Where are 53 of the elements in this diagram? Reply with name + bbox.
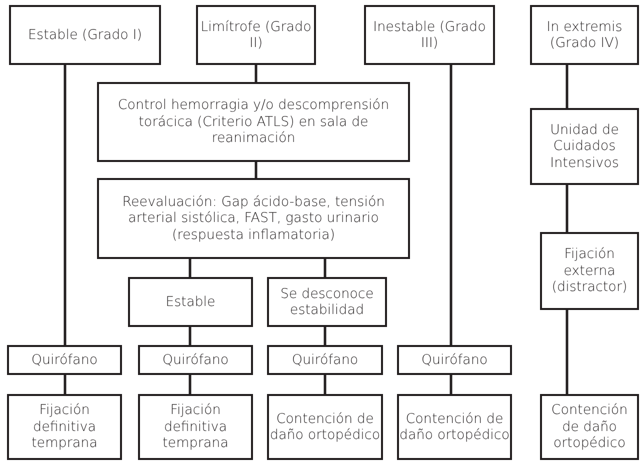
connector-line [254, 162, 258, 178]
process-box [267, 394, 383, 460]
process-box [364, 5, 495, 65]
process-box [267, 345, 383, 375]
process-box [97, 178, 410, 259]
connector-line [566, 185, 568, 232]
process-box [7, 394, 122, 460]
connector-line [188, 259, 192, 277]
box-label: Control hemorragia y/o descomprensión torácica (Criterio ATLS) en sala de reanimación [116, 97, 390, 147]
connector-line [188, 327, 192, 345]
process-box [9, 5, 161, 65]
box-label: Contención de daño ortopédico [550, 402, 629, 452]
connector-line [254, 65, 258, 82]
box-label: Fijación definitiva temprana [30, 402, 98, 452]
box-label: Estable [166, 294, 216, 310]
process-box [97, 82, 410, 162]
box-label: Quirófano [31, 352, 98, 368]
connector-line [566, 65, 568, 108]
connector-line [324, 327, 326, 345]
box-label: In extremis (Grado IV) [546, 18, 624, 52]
box-label: Fijación definitiva temprana [162, 402, 230, 452]
box-label: Quirófano [421, 352, 488, 368]
connector-line [64, 65, 66, 345]
box-label: Estable (Grado I) [28, 26, 142, 44]
process-box [540, 394, 639, 460]
connector-line [566, 310, 568, 394]
box-label: Quirófano [162, 352, 229, 368]
box-label: Reevaluación: Gap ácido-base, tensión arterial sistólica, FAST, gasto urinario (respuesta inflamatoria) [121, 194, 386, 244]
connector-line [450, 375, 452, 394]
connector-line [450, 65, 452, 345]
process-box [530, 108, 639, 185]
connector-line [324, 375, 326, 394]
process-box [397, 345, 512, 375]
process-box [138, 345, 253, 375]
process-box [138, 394, 253, 460]
connector-line [188, 375, 192, 394]
box-label: Unidad de Cuidados Intensivos [549, 122, 620, 172]
process-box [196, 5, 316, 65]
box-label: Inestable (Grado III) [372, 18, 487, 52]
process-box [530, 5, 639, 65]
box-label: Contención de daño ortopédico [269, 410, 381, 444]
box-label: Quirófano [292, 352, 358, 368]
connector-line [64, 375, 66, 394]
process-box [7, 345, 122, 375]
box-label: Limítrofe (Grado II) [200, 18, 312, 52]
box-label: Se desconoce estabilidad [279, 286, 375, 318]
box-label: Contención de daño ortopédico [399, 410, 510, 444]
process-box [540, 232, 639, 310]
connector-line [324, 259, 326, 277]
process-box [128, 277, 253, 327]
process-box [397, 394, 512, 460]
box-label: Fijación externa (distractor) [550, 246, 628, 296]
process-box [267, 277, 387, 327]
